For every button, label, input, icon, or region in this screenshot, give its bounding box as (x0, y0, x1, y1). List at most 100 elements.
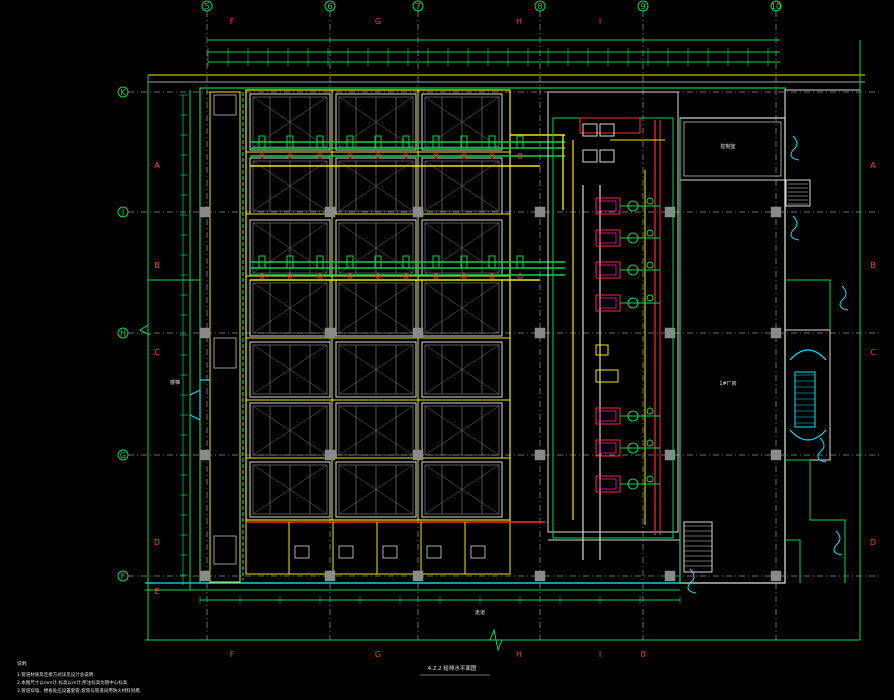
grid-label-top-8: I (599, 17, 601, 26)
pipe-valve (316, 255, 324, 269)
door-swing (839, 299, 849, 311)
grid-label-left-5: H (120, 329, 126, 338)
column-pad (664, 449, 676, 461)
pipe-valve (516, 135, 524, 149)
bottom-tank-box (338, 545, 354, 559)
pipe-valve (488, 255, 496, 269)
filter-tank (335, 461, 417, 518)
pipe-fitting (517, 153, 523, 159)
column-pad (534, 327, 546, 339)
pipe-fitting (489, 273, 495, 279)
column-pad (412, 570, 424, 582)
pipe-fitting (347, 153, 353, 159)
pipe-fitting (461, 153, 467, 159)
pipe-fitting (403, 273, 409, 279)
pipe-fitting (375, 273, 381, 279)
pipe-valve (258, 135, 266, 149)
pipe-valve (460, 135, 468, 149)
door-swing (817, 451, 827, 463)
static-linework (117, 0, 880, 676)
drawing-labels: 5 F 6 G 7 H 8 I 9 10 F G H I 0 K A J B H… (17, 2, 876, 694)
grid-label-right-1: A (870, 161, 876, 170)
exterior-wall (785, 279, 831, 330)
tank-diagonal (252, 160, 328, 212)
tank-diagonal (252, 282, 328, 334)
filter-tank (421, 341, 503, 398)
tank-diagonal (424, 344, 500, 395)
column-pad (412, 449, 424, 461)
column-pad (534, 206, 546, 218)
room-label-corridor: 走道 (475, 609, 485, 616)
exterior-wall (785, 539, 801, 583)
bottom-tank-box (382, 545, 398, 559)
column-pad (324, 570, 336, 582)
door-swing (790, 149, 800, 161)
door-swing (189, 389, 201, 421)
pump-gauge (646, 475, 654, 483)
column-pad (324, 449, 336, 461)
bottom-tank-box (294, 545, 310, 559)
tank-diagonal (252, 464, 328, 515)
pipe-fitting (375, 153, 381, 159)
filter-tank (249, 461, 331, 518)
equipment-box (213, 94, 237, 116)
grid-label-top-4: G (375, 17, 381, 26)
column-pad (534, 449, 546, 461)
stair-curve (789, 349, 827, 361)
grid-label-right-3: C (870, 348, 876, 357)
pump-motor (599, 297, 617, 309)
grid-label-bottom-3: H (516, 650, 522, 659)
pipe-valve (346, 135, 354, 149)
mechanical-room (547, 91, 679, 533)
filter-tank (249, 93, 331, 151)
door-swing (792, 135, 798, 151)
pump-gauge (646, 229, 654, 237)
column-pad (534, 570, 546, 582)
column-pad (199, 449, 211, 461)
pipe-valve (402, 135, 410, 149)
pipe-fitting (347, 273, 353, 279)
exterior-wall (785, 459, 846, 583)
door-swing (792, 215, 798, 231)
grid-label-bottom-4: I (599, 650, 601, 659)
tank-diagonal (424, 405, 500, 456)
pump-motor (599, 264, 617, 276)
bottom-tank-box (426, 545, 442, 559)
tank-diagonal (424, 464, 500, 515)
grid-label-top-1: 5 (204, 2, 209, 11)
pipe-fitting (461, 273, 467, 279)
pipe-valve (286, 255, 294, 269)
column-pad (664, 570, 676, 582)
pipe-valve (516, 255, 524, 269)
filter-tank (421, 93, 503, 151)
grid-label-left-8: D (154, 538, 160, 547)
grid-label-left-2: A (154, 161, 160, 170)
door-swing (835, 530, 841, 546)
tank-diagonal (424, 160, 500, 212)
door-swing (689, 568, 695, 584)
column-pad (199, 570, 211, 582)
pipe-fitting (403, 153, 409, 159)
pump-gauge (646, 439, 654, 447)
grid-label-top-2: F (230, 17, 235, 26)
column-pad (324, 206, 336, 218)
column-pad (324, 327, 336, 339)
door-swing (819, 437, 825, 453)
tank-diagonal (338, 282, 414, 334)
grid-label-bottom-1: F (230, 650, 235, 659)
exterior-wall (784, 89, 860, 118)
pump-motor (599, 442, 617, 454)
pipe-fitting (433, 273, 439, 279)
pipe-fitting (433, 153, 439, 159)
filter-tank (335, 341, 417, 398)
tank-diagonal (424, 96, 500, 148)
column-pad (412, 327, 424, 339)
filter-tank (421, 461, 503, 518)
pipe-valve (460, 255, 468, 269)
tank-diagonal (252, 405, 328, 456)
grid-label-top-7: 8 (537, 2, 542, 11)
pipe-valve (286, 135, 294, 149)
grid-label-left-7: G (120, 451, 126, 460)
door-swing (833, 544, 843, 556)
column-pad (770, 570, 782, 582)
